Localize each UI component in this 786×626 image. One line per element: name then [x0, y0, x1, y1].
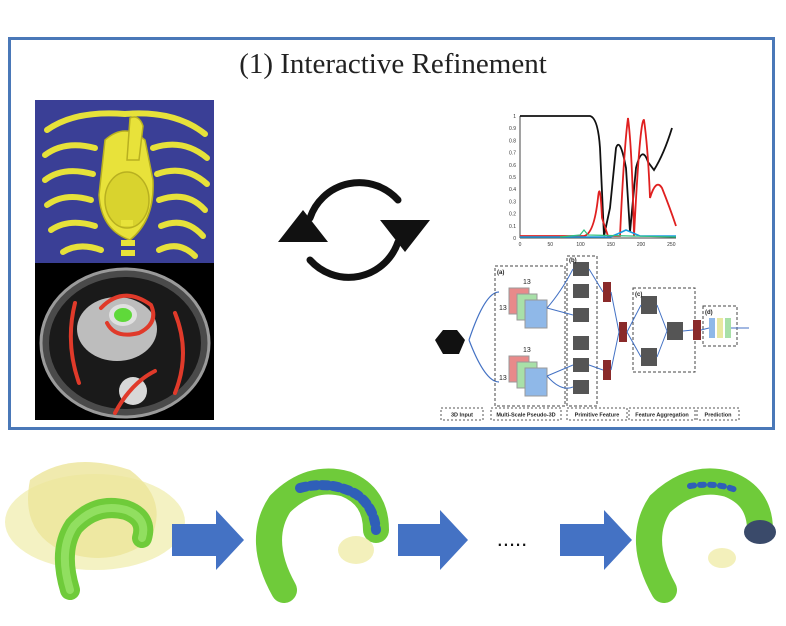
sequence-arrow-3: [560, 510, 632, 570]
chart-y-tick-label: 0.3: [509, 199, 516, 205]
curve-blue: [520, 229, 676, 238]
pseudo3d-stack-top: [508, 287, 548, 329]
figure-title: (1) Interactive Refinement: [239, 48, 547, 80]
stage-label-frame: [566, 407, 628, 421]
chart-y-tick-label: 0.8: [509, 138, 516, 144]
stage-label: Multi-Scale Pseudo-3D: [496, 413, 555, 419]
dimension-label: 13: [523, 347, 531, 354]
dimension-label: 13: [499, 305, 507, 312]
curve-black: [520, 115, 673, 237]
curve-red: [520, 117, 677, 237]
segmentation-result-final: [636, 468, 776, 603]
input-branch-lines: [468, 291, 500, 383]
chart-y-tick-label: 0.7: [509, 151, 516, 157]
ct-heart: [77, 297, 157, 361]
chart-y-tick-label: 0.5: [509, 175, 516, 181]
chart-y-tick-label: 0.1: [509, 224, 516, 230]
stage-label: Primitive Feature: [575, 413, 620, 419]
sequence-arrow-2: [398, 510, 468, 570]
chart-y-tick-label: 0.9: [509, 126, 516, 132]
segmentation-result-refined-1: [256, 468, 389, 603]
volume-render-panel: [35, 100, 214, 263]
stage-label: Feature Aggregation: [635, 413, 689, 419]
chart-x-tick-label: 200: [637, 242, 646, 248]
chart-y-tick-label: 1: [513, 114, 516, 120]
ribcage-render: [42, 110, 210, 259]
block-a-frame: [494, 265, 566, 407]
chart-y-tick-label: 0: [513, 236, 516, 242]
stage-label-frame: [696, 407, 740, 421]
chart-y-tick-label: 0.6: [509, 163, 516, 169]
stage-label-frame: [628, 407, 696, 421]
stage-label: Prediction: [705, 413, 733, 419]
chart-x-tick-label: 0: [519, 242, 522, 248]
network-architecture: (a) (b) (c) (d) 13 13 13 13 3D Input Multi-Scale …: [435, 255, 749, 421]
concat-blocks: [603, 282, 701, 380]
dimension-label: 13: [499, 375, 507, 382]
cycle-arrowhead-left: [278, 210, 328, 242]
curve-green: [559, 229, 677, 238]
ct-slice-panel: [35, 263, 214, 420]
stage-label: 3D Input: [451, 413, 473, 419]
cycle-arc-bottom: [306, 238, 402, 281]
refinement-cycle-icon: [278, 179, 430, 281]
spine-render: [121, 220, 135, 256]
cycle-arrowhead-right: [380, 220, 430, 252]
dimension-label: 13: [523, 279, 531, 286]
input-volume-icon: [435, 330, 465, 354]
block-label: (b): [569, 258, 577, 264]
stage-label-frame: [440, 407, 484, 421]
prediction-blocks: [709, 318, 731, 338]
ct-vessel-seed: [114, 308, 132, 322]
aggregation-blocks: [641, 296, 683, 366]
refinement-frame: [8, 37, 775, 430]
block-label: (a): [497, 270, 504, 276]
block-d-frame: [702, 305, 738, 347]
chart-y-tick-label: 0.2: [509, 212, 516, 218]
network-connections: [546, 268, 749, 389]
sequence-ellipsis: .....: [497, 526, 528, 551]
stage-label-frame: [490, 407, 562, 421]
segmentation-result-initial: [5, 462, 185, 600]
block-label: (d): [705, 310, 713, 316]
cycle-arc-top: [306, 179, 402, 222]
chart-x-tick-label: 100: [576, 242, 585, 248]
chart-x-tick-label: 150: [607, 242, 616, 248]
block-b-frame: [566, 255, 598, 407]
ct-scribbles: [68, 293, 185, 415]
pseudo3d-stack-bottom: [508, 355, 548, 397]
heart-render: [98, 116, 154, 241]
refinement-sequence: .....: [5, 462, 776, 603]
block-c-frame: [632, 287, 696, 373]
primitive-feature-blocks: [573, 262, 589, 394]
block-label: (c): [635, 292, 642, 298]
chart-x-tick-label: 250: [667, 242, 676, 248]
probability-curve-chart: 0 0.1 0.2 0.3 0.4 0.5 0.6 0.7 0.8 0.9 1 0 50 100 150 2…: [509, 114, 677, 248]
sequence-arrow-1: [172, 510, 244, 570]
chart-y-tick-label: 0.4: [509, 187, 516, 193]
chart-x-tick-label: 50: [547, 242, 553, 248]
